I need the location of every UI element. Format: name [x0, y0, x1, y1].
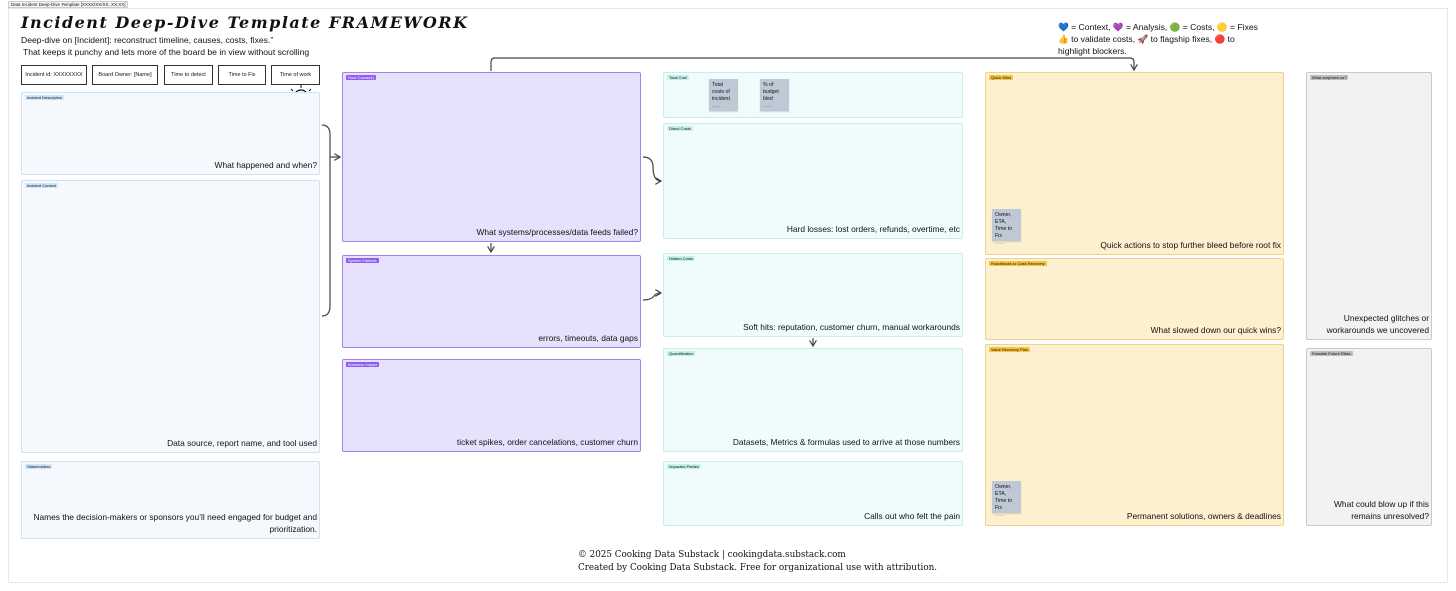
subtitle-line-2: That keeps it punchy and lets more of th…: [23, 47, 310, 57]
hidden-costs-frame[interactable]: Hidden Costs Soft hits: reputation, cust…: [663, 253, 963, 337]
incident-context-tag: Incident Context: [25, 183, 58, 188]
total-cost-tag: Total Cost: [667, 75, 689, 80]
footer-copyright: © 2025 Cooking Data Substack | cookingda…: [578, 550, 846, 560]
subtitle-line-1: Deep-dive on [Incident]: reconstruct tim…: [21, 35, 274, 45]
impacted-parties-tag: Impacted Parties: [667, 464, 702, 469]
hidden-costs-tag: Hidden Costs: [667, 256, 696, 261]
root-causes-frame[interactable]: Root Cause(s) What systems/processes/dat…: [342, 72, 641, 242]
value-recovery-sticky[interactable]: Owner, ETA, Time to Fix ......: [992, 481, 1021, 518]
quantification-frame[interactable]: Quantification Datasets, Metrics & formu…: [663, 348, 963, 452]
footer-attribution: Created by Cooking Data Substack. Free f…: [578, 563, 938, 573]
value-recovery-tag: Value Recovery Plan: [989, 347, 1031, 352]
future-risks-caption: What could blow up if this remains unres…: [1334, 499, 1429, 521]
incident-description-frame[interactable]: Incident Description What happened and w…: [21, 92, 320, 175]
value-recovery-sticky-dots: ......: [995, 512, 1004, 518]
surprised-frame[interactable]: What surprised us? Unexpected glitches o…: [1306, 72, 1432, 340]
roadblocks-caption: What slowed down our quick wins?: [1150, 325, 1281, 335]
future-risks-frame[interactable]: Possible Future Risks What could blow up…: [1306, 348, 1432, 526]
quick-wins-frame[interactable]: Quick Wins Owner, ETA, Time to Fix .....…: [985, 72, 1284, 255]
hidden-costs-caption: Soft hits: reputation, customer churn, m…: [743, 322, 960, 332]
quantification-tag: Quantification: [667, 351, 696, 356]
quick-wins-sticky-text: Owner, ETA, Time to Fix: [995, 212, 1013, 239]
surprised-caption: Unexpected glitches or workarounds we un…: [1326, 313, 1429, 335]
incident-context-caption: Data source, report name, and tool used: [167, 438, 317, 448]
incident-description-tag: Incident Description: [25, 95, 65, 100]
total-costs-sticky-dots: ......: [712, 103, 721, 109]
total-cost-frame[interactable]: Total Cost Total costs of incident .....…: [663, 72, 963, 118]
time-of-work-box[interactable]: Time of work: [271, 65, 320, 85]
business-impact-caption: ticket spikes, order cancelations, custo…: [456, 437, 638, 447]
value-recovery-sticky-text: Owner, ETA, Time to Fix: [995, 484, 1013, 511]
business-impact-tag: Business Impact: [346, 362, 380, 367]
system-failures-tag: System Failures: [346, 258, 379, 263]
incident-id-box[interactable]: Incident id: XXXXXXXX: [21, 65, 87, 85]
budget-bled-sticky-dots: ......: [763, 103, 772, 109]
whiteboard-canvas: [8, 8, 1448, 583]
system-failures-caption: errors, timeouts, data gaps: [538, 333, 638, 343]
time-to-fix-box[interactable]: Time to Fix: [218, 65, 266, 85]
legend: 💙 = Context, 💜 = Analysis, 🟢 = Costs, 🟡 …: [1058, 21, 1268, 57]
quick-wins-sticky[interactable]: Owner, ETA, Time to Fix ......: [992, 209, 1021, 246]
time-to-detect-box[interactable]: Time to detect: [164, 65, 213, 85]
budget-bled-sticky[interactable]: % of budget bled ......: [760, 79, 789, 111]
business-impact-frame[interactable]: Business Impact ticket spikes, order can…: [342, 359, 641, 452]
tab-title[interactable]: Data Incident Deep-Dive Template [XXXX/X…: [8, 1, 129, 8]
quick-wins-tag: Quick Wins: [989, 75, 1014, 80]
total-costs-sticky[interactable]: Total costs of incident ......: [709, 79, 738, 111]
footer: © 2025 Cooking Data Substack | cookingda…: [578, 549, 937, 575]
roadblocks-frame[interactable]: Roadblocks to Cash Recovery What slowed …: [985, 258, 1284, 340]
value-recovery-frame[interactable]: Value Recovery Plan Owner, ETA, Time to …: [985, 344, 1284, 526]
incident-context-frame[interactable]: Incident Context Data source, report nam…: [21, 180, 320, 453]
value-recovery-caption: Permanent solutions, owners & deadlines: [1126, 511, 1281, 521]
impacted-parties-frame[interactable]: Impacted Parties Calls out who felt the …: [663, 461, 963, 526]
root-causes-tag: Root Cause(s): [346, 75, 376, 80]
legend-line-1: 💙 = Context, 💜 = Analysis, 🟢 = Costs, 🟡 …: [1058, 22, 1258, 32]
root-causes-caption: What systems/processes/data feeds failed…: [476, 227, 638, 237]
legend-line-2: 👍 to validate costs, 🚀 to flagship fixes…: [1058, 34, 1235, 56]
impacted-parties-caption: Calls out who felt the pain: [864, 511, 960, 521]
roadblocks-tag: Roadblocks to Cash Recovery: [989, 261, 1047, 266]
page-title: Incident Deep-Dive Template FRAMEWORK: [21, 13, 469, 32]
top-connector-arrow: [490, 57, 1134, 71]
total-costs-sticky-text: Total costs of incident: [712, 82, 730, 102]
surprised-tag: What surprised us?: [1310, 75, 1349, 80]
rootcause-to-direct-arrow: [642, 156, 661, 181]
stakeholders-frame[interactable]: Stakeholders Names the decision-makers o…: [21, 461, 320, 539]
stakeholders-tag: Stakeholders: [25, 464, 53, 469]
failures-to-hidden-arrow: [642, 293, 661, 301]
board-owner-box[interactable]: Board Owner: [Name]: [92, 65, 158, 85]
system-failures-frame[interactable]: System Failures errors, timeouts, data g…: [342, 255, 641, 348]
budget-bled-sticky-text: % of budget bled: [763, 82, 779, 102]
direct-costs-frame[interactable]: Direct Costs Hard losses: lost orders, r…: [663, 123, 963, 239]
quantification-caption: Datasets, Metrics & formulas used to arr…: [732, 437, 960, 447]
future-risks-tag: Possible Future Risks: [1310, 351, 1353, 356]
quick-wins-caption: Quick actions to stop further bleed befo…: [1100, 240, 1281, 250]
context-bracket: [321, 124, 331, 317]
direct-costs-caption: Hard losses: lost orders, refunds, overt…: [786, 224, 960, 234]
direct-costs-tag: Direct Costs: [667, 126, 693, 131]
incident-description-caption: What happened and when?: [214, 160, 317, 170]
quick-wins-sticky-dots: ......: [995, 240, 1004, 246]
stakeholders-caption: Names the decision-makers or sponsors yo…: [33, 512, 317, 534]
